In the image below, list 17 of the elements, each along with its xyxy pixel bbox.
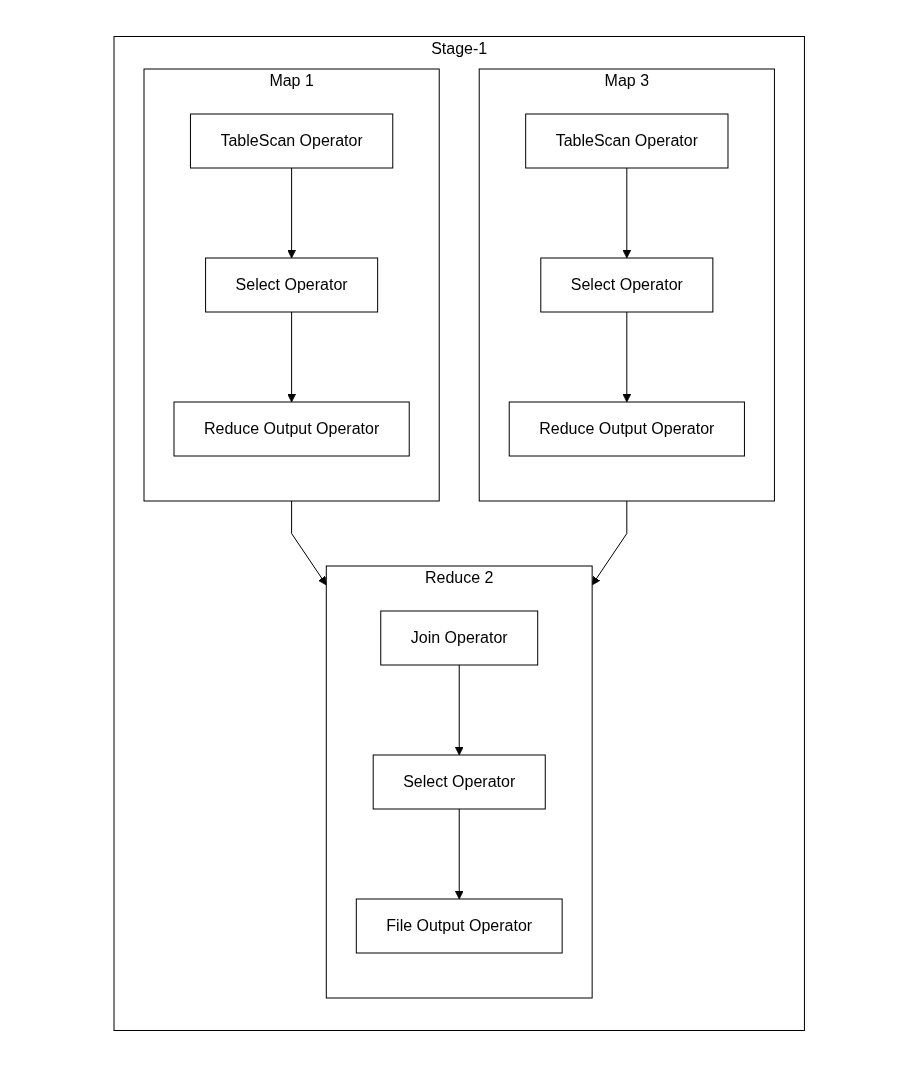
node-box: Select Operator — [540, 257, 714, 313]
arrow — [455, 808, 464, 900]
node-box: Join Operator — [380, 610, 539, 666]
arrow — [287, 167, 297, 259]
arrow — [287, 311, 297, 403]
node-box: Reduce Output Operator — [173, 401, 410, 457]
arrow — [622, 311, 632, 403]
arrow — [291, 500, 327, 586]
node-box: File Output Operator — [356, 898, 563, 954]
node-box: Select Operator — [372, 754, 547, 810]
arrow — [455, 664, 464, 756]
arrow — [622, 167, 632, 259]
node-box: TableScan Operator — [190, 113, 394, 169]
node-box: TableScan Operator — [525, 113, 729, 169]
node-box: Select Operator — [205, 257, 379, 313]
node-box: Reduce Output Operator — [509, 401, 746, 457]
arrow — [592, 500, 628, 586]
